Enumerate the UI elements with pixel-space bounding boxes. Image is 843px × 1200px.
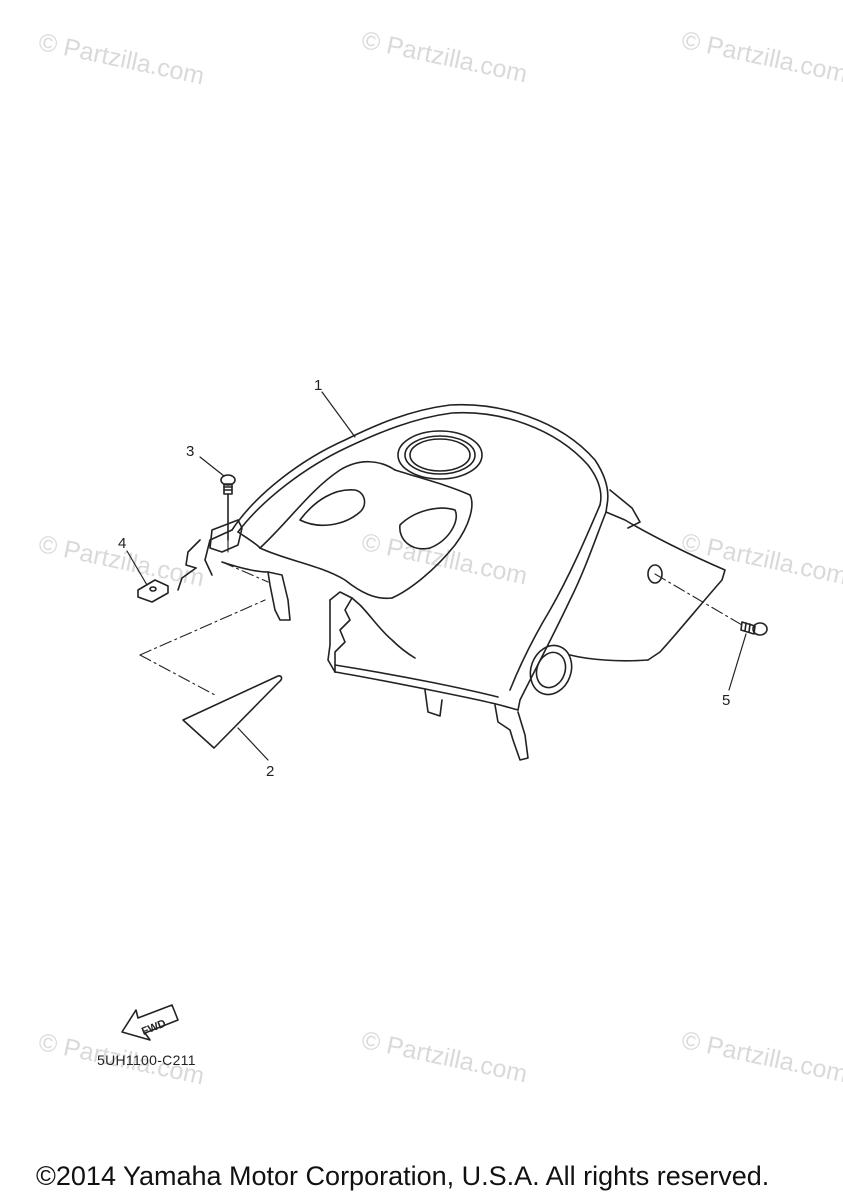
bracket [177, 519, 243, 591]
callout-4: 4 [118, 535, 127, 552]
callout-1: 1 [314, 377, 323, 394]
copyright-notice: ©2014 Yamaha Motor Corporation, U.S.A. A… [36, 1161, 770, 1191]
callout-5: 5 [722, 692, 731, 709]
bolt-part-3 [220, 474, 236, 541]
emblem-part-2 [182, 675, 283, 749]
fwd-label: FWD [140, 1017, 168, 1038]
callout-3: 3 [186, 443, 195, 460]
fwd-arrow-icon [121, 1004, 179, 1041]
clip-part-4 [137, 579, 169, 603]
tank-cover-part [204, 403, 726, 761]
callout-2: 2 [266, 763, 275, 780]
screw-part-5 [740, 621, 768, 636]
diagram-code: 5UH1100-C211 [97, 1052, 196, 1068]
